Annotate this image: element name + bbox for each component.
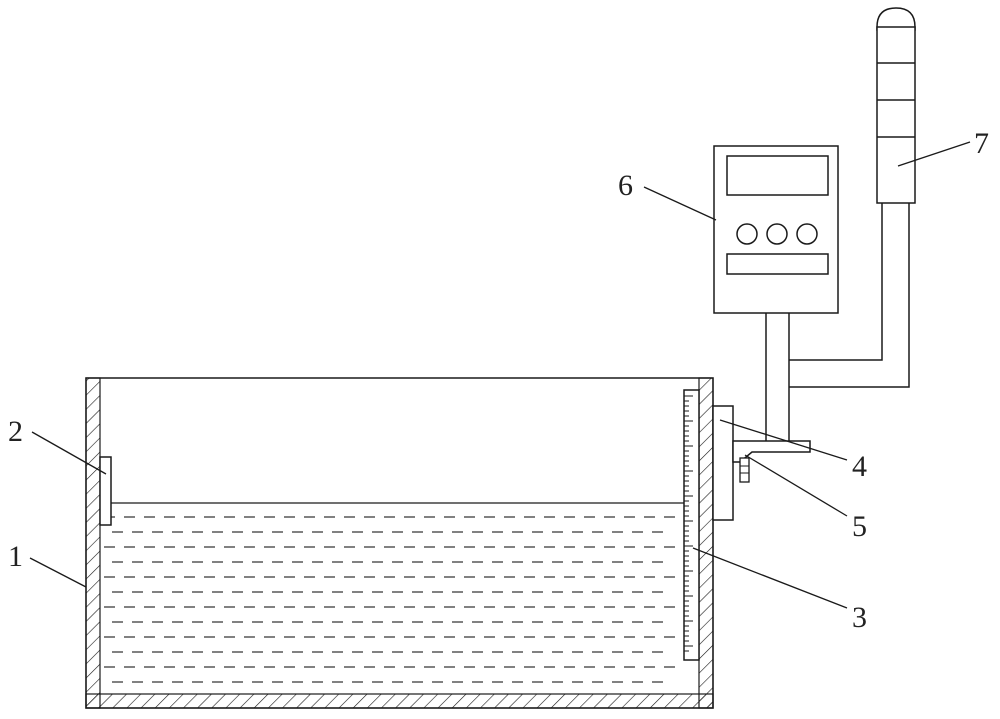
label-3: 3	[852, 601, 867, 634]
label-1: 1	[8, 540, 23, 573]
label-7: 7	[974, 127, 989, 160]
controller-button	[766, 223, 788, 245]
leader-line-1	[29, 557, 87, 588]
ruler-body	[683, 389, 700, 661]
tank-bottom-wall	[85, 693, 714, 709]
connecting-pipe	[789, 203, 910, 388]
alarm-light-body	[876, 26, 916, 204]
bracket-assembly	[712, 405, 811, 521]
scale-ruler	[683, 389, 700, 661]
leader-line-6	[643, 186, 717, 221]
controller-display	[726, 155, 829, 196]
leader-line-7	[897, 141, 971, 167]
controller-button	[796, 223, 818, 245]
tank-right-wall	[698, 377, 714, 709]
ruler-ticks	[684, 395, 693, 652]
alarm-light	[876, 7, 916, 204]
tank-outline	[85, 377, 714, 709]
leader-line-2	[31, 431, 107, 475]
label-4: 4	[852, 450, 867, 483]
tank	[85, 377, 714, 709]
leader-line-3	[692, 547, 848, 609]
controller	[713, 145, 839, 314]
clamp-plate	[712, 405, 734, 521]
left-probe	[99, 456, 112, 526]
label-6: 6	[618, 169, 633, 202]
leader-line-5	[744, 454, 848, 517]
support-pole	[765, 313, 790, 441]
bracket-arm	[732, 440, 811, 463]
label-5: 5	[852, 510, 867, 543]
leader-line-4	[719, 419, 848, 461]
label-2: 2	[8, 415, 23, 448]
controller-button	[736, 223, 758, 245]
controller-slot	[726, 253, 829, 275]
tank-left-wall	[85, 377, 101, 709]
bolt	[739, 457, 750, 483]
leader-lines	[29, 141, 971, 609]
water-body	[104, 516, 675, 683]
